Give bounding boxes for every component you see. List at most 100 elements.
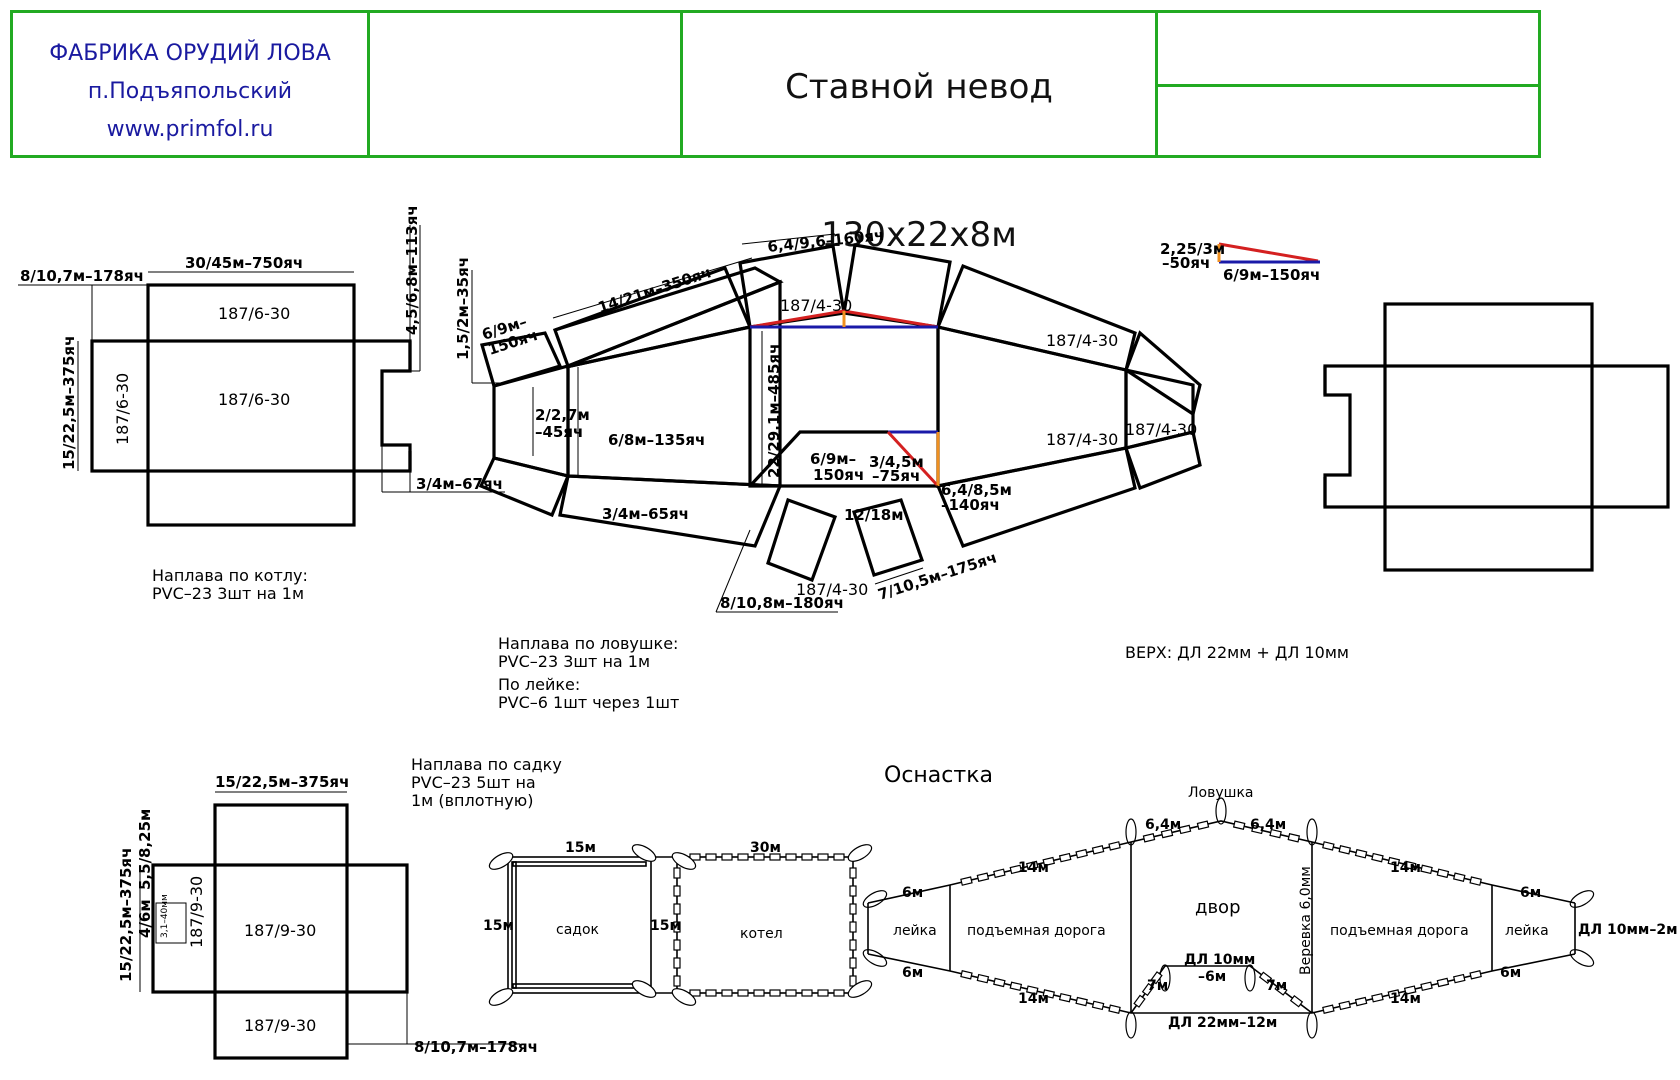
float-icon: [1142, 833, 1156, 843]
float-icon: [1160, 828, 1174, 839]
float-icon: [1042, 856, 1056, 867]
trap-note-3: По лейке:: [498, 675, 580, 694]
rig-6-4m-l: 6,4м: [1145, 817, 1181, 833]
float-icon: [1025, 860, 1039, 871]
rig-kotel-label: котел: [740, 926, 783, 942]
dim-7-10-5m: 7/10,5м–175яч: [876, 548, 999, 603]
sadok-pattern: 15/22,5м–375яч 15/22,5м–375яч 4/6м 5,5/8…: [117, 755, 562, 1060]
float-icon: [1403, 860, 1417, 871]
rig-7m-l: 7м: [1147, 978, 1168, 994]
right-kotel-horizontal: [1323, 364, 1670, 509]
rig-funnel-right: лейка: [1505, 923, 1549, 939]
sadok-dim-4-6: 4/6м: [136, 899, 154, 938]
dim-14-21m: 14/21м–350яч: [596, 263, 714, 317]
title-block: ФАБРИКА ОРУДИЙ ЛОВА п.Подъяпольский www.…: [10, 10, 1670, 255]
dim-22-29m: 22/29,1м–485яч: [765, 344, 783, 478]
anchor-buoy-icon: [671, 988, 697, 1006]
anchor-buoy-icon: [671, 852, 697, 870]
sadok-side-height: 15/22,5м–375яч: [117, 848, 135, 982]
funnel-bottom-right: [1123, 430, 1202, 491]
float-icon: [1436, 868, 1450, 879]
rig-sadok-side: 15м: [483, 918, 514, 934]
float-icon: [1371, 992, 1384, 1003]
float-icon: [1075, 996, 1088, 1007]
rig-6m-bl: 6м: [902, 965, 923, 981]
rig-sadok-right: 15м: [650, 918, 681, 934]
rig-6m-tl: 6м: [902, 885, 923, 901]
sadok-bottom-dim: 8/10,7м–178яч: [414, 1038, 538, 1056]
float-icon: [1420, 981, 1433, 992]
float-icon: [1091, 845, 1105, 855]
anchor-buoy-icon: [488, 852, 514, 870]
trap-note-1: Наплава по ловушке:: [498, 634, 678, 653]
float-icon: [769, 853, 781, 861]
sadok-dim-5-5: 5,5/8,25м: [136, 809, 154, 890]
dim-3-4-5m-b: –75яч: [872, 467, 920, 485]
float-icon: [1251, 824, 1264, 835]
sadok-note-1: Наплава по садку: [411, 755, 562, 774]
float-icon: [1338, 845, 1352, 855]
anchor-buoy-icon: [1244, 964, 1256, 992]
float-icon: [817, 989, 829, 997]
trap-bottom-panel-right: [851, 498, 925, 578]
dim-3-4-5m-a: 3/4,5м: [869, 453, 924, 471]
anchor-buoy-icon: [847, 844, 873, 862]
float-icon: [673, 975, 681, 987]
panel-right-top: 187/4-30: [1046, 331, 1118, 350]
rig-14m-bl: 14м: [1018, 991, 1049, 1007]
wing-center-right: [936, 324, 1128, 488]
float-icon: [817, 853, 829, 861]
float-icon: [1338, 1000, 1351, 1011]
panel-right-end: 187/4-30: [1125, 420, 1197, 439]
dim-2-2-7m-b: –45яч: [535, 423, 583, 441]
float-icon: [1453, 973, 1466, 984]
kotel-note-1: Наплава по котлу:: [152, 566, 308, 585]
float-icon: [1196, 820, 1210, 830]
funnel-bottom-left: [478, 456, 571, 518]
trap-inner-line: [748, 430, 888, 488]
float-icon: [1469, 970, 1482, 980]
float-icon: [673, 885, 681, 897]
float-icon: [1141, 982, 1155, 997]
panel-right-mid: 187/4-30: [1046, 430, 1118, 449]
rig-top-line: [867, 820, 1576, 904]
rig-sadok-top: 15м: [565, 840, 596, 856]
float-icon: [753, 989, 765, 997]
anchor-buoy-icon: [631, 844, 657, 862]
sadok-note-2: PVC–23 5шт на: [411, 773, 536, 792]
float-icon: [1436, 977, 1450, 988]
rig-6m-br: 6м: [1500, 965, 1521, 981]
anchor-buoy-icon: [847, 980, 873, 998]
float-icon: [785, 989, 797, 997]
rigging-diagram: Оснастка 15м 15м 15м 30м садок котел Лов…: [483, 763, 1678, 1039]
rig-sadok-label: садок: [556, 922, 599, 938]
company-location: п.Подъяпольский: [87, 79, 293, 104]
anchor-buoy-icon: [1215, 797, 1227, 825]
rig-trap-label: Ловушка: [1188, 785, 1253, 801]
float-icon: [1232, 820, 1246, 830]
funnel-top-right: [1124, 330, 1202, 417]
kotel-panel-side: 187/6-30: [113, 373, 132, 445]
kotel-top-width: 30/45м–750яч: [185, 254, 303, 272]
dim-inner-6-9m-b: 150яч: [813, 466, 864, 484]
rig-end-rope: ДЛ 10мм–2м: [1578, 922, 1678, 938]
revision-cell-bottom: [1155, 84, 1541, 158]
panel-top-center: 187/4-30: [780, 296, 852, 315]
float-icon: [689, 989, 701, 997]
float-icon: [1108, 1004, 1121, 1014]
rig-dl22: ДЛ 22мм–12м: [1168, 1015, 1277, 1031]
rig-6m-tr: 6м: [1520, 885, 1541, 901]
red-inner-line: [886, 430, 940, 488]
rig-road-right: подъемная дорога: [1330, 923, 1469, 939]
float-icon: [801, 989, 813, 997]
float-icon: [689, 853, 701, 861]
float-icon: [1403, 985, 1417, 995]
float-icon: [801, 853, 813, 861]
float-icon: [1133, 994, 1146, 1008]
float-icon: [673, 867, 681, 879]
float-icon: [1258, 971, 1273, 985]
panel-bottom: 187/4-30: [796, 580, 868, 599]
float-icon: [1469, 876, 1482, 886]
float-icon: [1075, 848, 1088, 859]
wing-bottom-right: [935, 446, 1137, 548]
